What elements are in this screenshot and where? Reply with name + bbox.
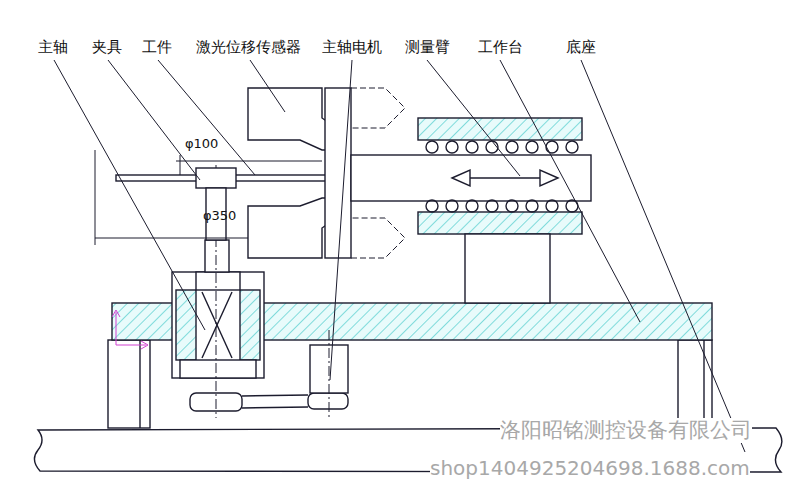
dimension-label: φ350	[203, 208, 236, 224]
left-leg	[108, 340, 150, 428]
watermark: shop1404925204698.1688.com	[430, 456, 750, 480]
lower-rail	[418, 212, 582, 234]
part-label: 测量臂	[405, 38, 450, 56]
spindle-housing	[172, 272, 264, 378]
leader-lines	[54, 60, 745, 452]
clamp	[196, 168, 236, 188]
part-label: 底座	[566, 38, 596, 56]
watermark: 洛阳昭铭测控设备有限公司	[500, 418, 752, 443]
right-leg	[678, 340, 712, 428]
motor-pulley	[308, 393, 348, 409]
rail-support	[465, 234, 550, 303]
rolling-balls	[426, 141, 578, 212]
part-label: 夹具	[92, 38, 122, 56]
dimension-label: φ100	[185, 136, 218, 152]
sensor-bracket	[325, 88, 351, 258]
part-label: 主轴	[38, 38, 68, 56]
part-label: 工件	[142, 38, 172, 56]
part-label: 激光位移传感器	[196, 38, 301, 56]
part-label: 工作台	[478, 38, 523, 56]
upper-rail	[418, 118, 582, 140]
part-label: 主轴电机	[322, 38, 382, 56]
axis-mark	[112, 310, 148, 349]
